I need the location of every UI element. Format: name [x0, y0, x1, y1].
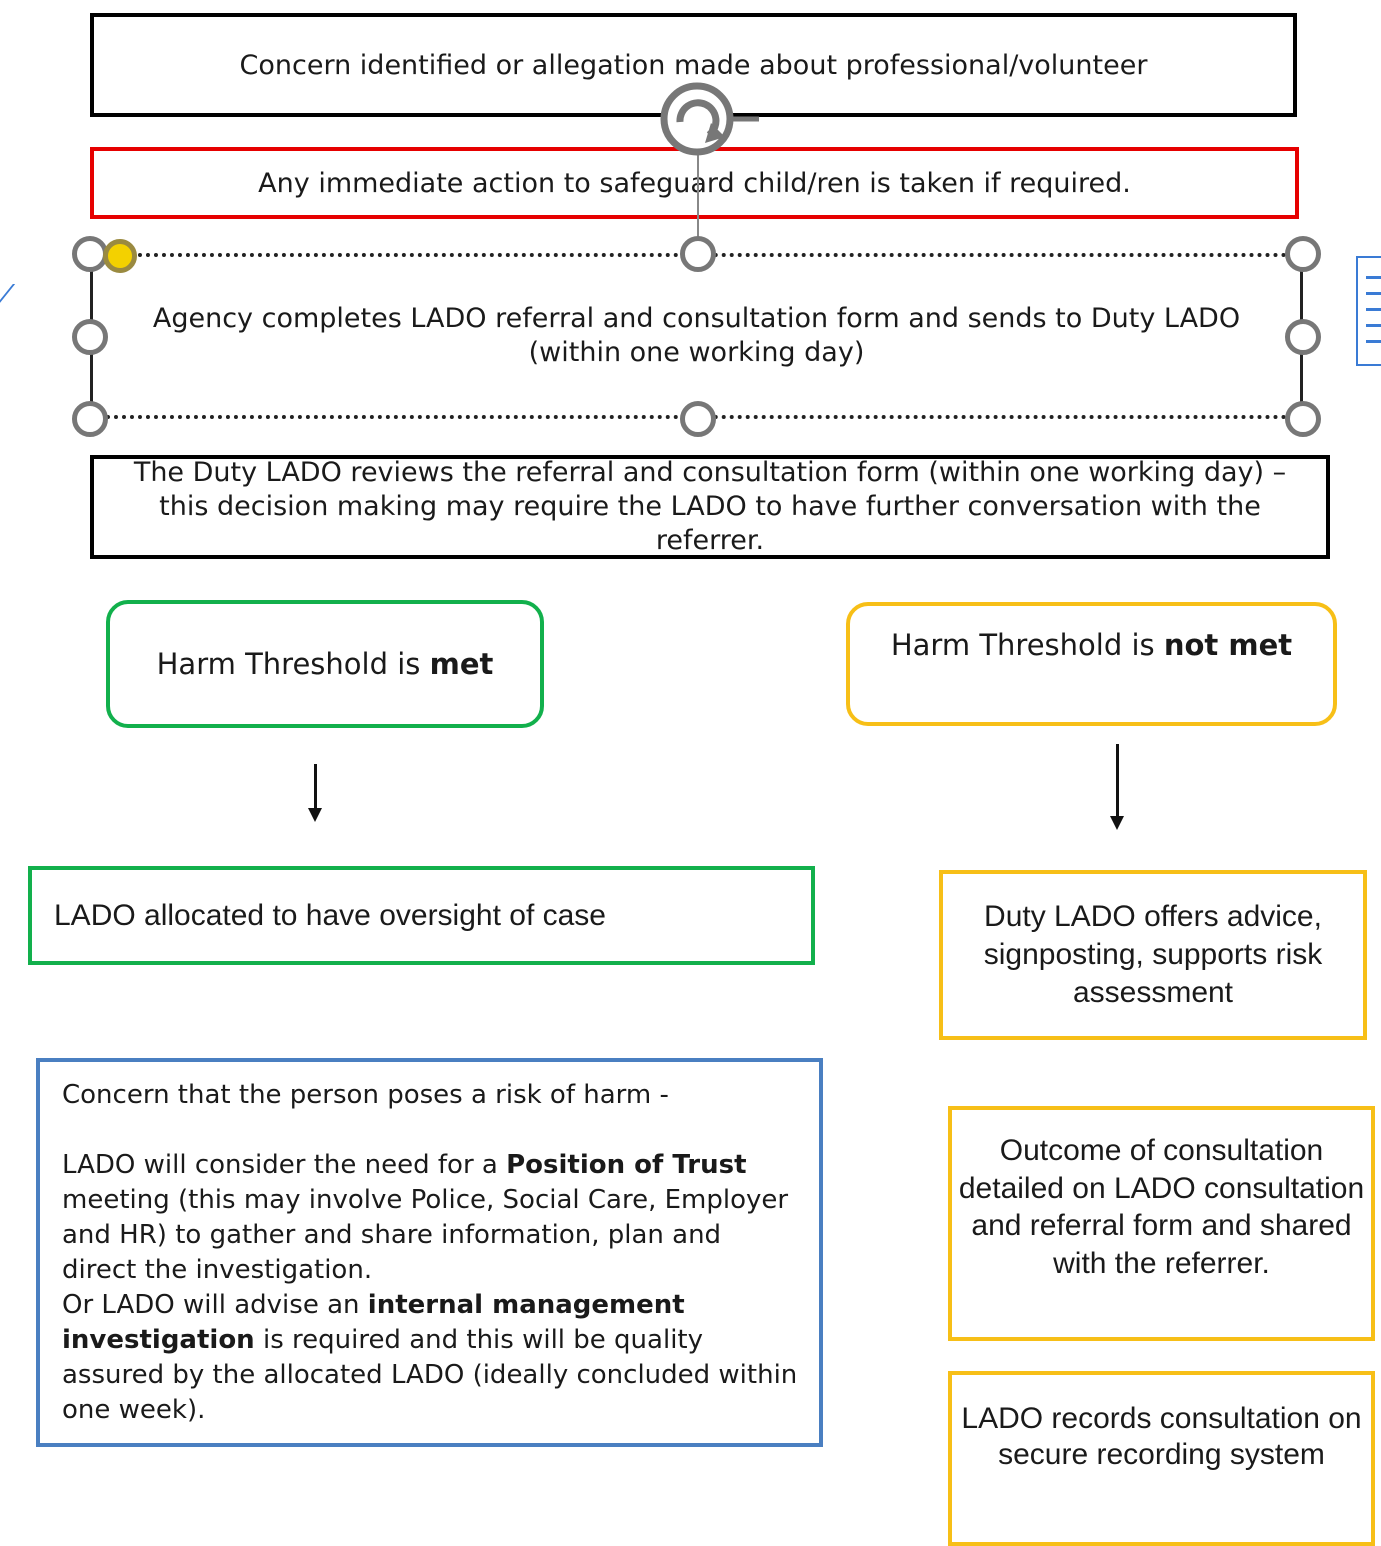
- layout-options-icon[interactable]: [1356, 256, 1381, 366]
- threshold-met-text: Harm Threshold is met: [156, 647, 494, 681]
- lado-records-text: LADO records consultation on secure reco…: [961, 1402, 1362, 1471]
- resize-handle-left[interactable]: [72, 319, 108, 355]
- threshold-not-met-text: Harm Threshold is not met: [890, 628, 1293, 662]
- rotation-connector: [697, 152, 699, 252]
- anchor-icon: ⁄: [4, 280, 9, 310]
- step-immediate-action-text: Any immediate action to safeguard child/…: [258, 167, 1131, 199]
- step-immediate-action-box: Any immediate action to safeguard child/…: [90, 147, 1299, 219]
- rotate-handle-icon[interactable]: [655, 77, 765, 161]
- step-duty-review-text: The Duty LADO reviews the referral and c…: [133, 457, 1287, 556]
- risk-of-harm-box: Concern that the person poses a risk of …: [36, 1058, 823, 1447]
- consultation-outcome-text: Outcome of consultation detailed on LADO…: [958, 1134, 1365, 1280]
- lado-allocated-box: LADO allocated to have oversight of case: [28, 866, 815, 965]
- arrow-not-met-down: [1110, 744, 1124, 830]
- adjust-handle[interactable]: [103, 239, 137, 273]
- step-duty-review-box: The Duty LADO reviews the referral and c…: [90, 455, 1330, 559]
- resize-handle-top-right[interactable]: [1285, 236, 1321, 272]
- resize-handle-top[interactable]: [680, 236, 716, 272]
- resize-handle-bottom-right[interactable]: [1285, 401, 1321, 437]
- position-of-trust-text: LADO will consider the need for a Positi…: [62, 1150, 789, 1285]
- step-concern-text: Concern identified or allegation made ab…: [239, 49, 1148, 81]
- internal-investigation-text: Or LADO will advise an internal manageme…: [62, 1290, 798, 1425]
- risk-intro-text: Concern that the person poses a risk of …: [62, 1080, 669, 1110]
- duty-advice-text: Duty LADO offers advice, signposting, su…: [983, 900, 1323, 1009]
- arrow-met-down: [308, 764, 322, 822]
- lado-allocated-text: LADO allocated to have oversight of case: [54, 898, 606, 932]
- consultation-outcome-box: Outcome of consultation detailed on LADO…: [948, 1106, 1375, 1341]
- threshold-met-box: Harm Threshold is met: [106, 600, 544, 728]
- threshold-not-met-box: Harm Threshold is not met: [846, 602, 1337, 726]
- duty-advice-box: Duty LADO offers advice, signposting, su…: [939, 870, 1367, 1040]
- resize-handle-right[interactable]: [1285, 319, 1321, 355]
- resize-handle-bottom[interactable]: [680, 401, 716, 437]
- resize-handle-bottom-left[interactable]: [72, 401, 108, 437]
- resize-handle-top-left[interactable]: [72, 236, 108, 272]
- lado-records-box: LADO records consultation on secure reco…: [948, 1371, 1375, 1546]
- step-agency-referral-text: Agency completes LADO referral and consu…: [152, 303, 1241, 368]
- step-agency-referral-box[interactable]: Agency completes LADO referral and consu…: [90, 253, 1303, 419]
